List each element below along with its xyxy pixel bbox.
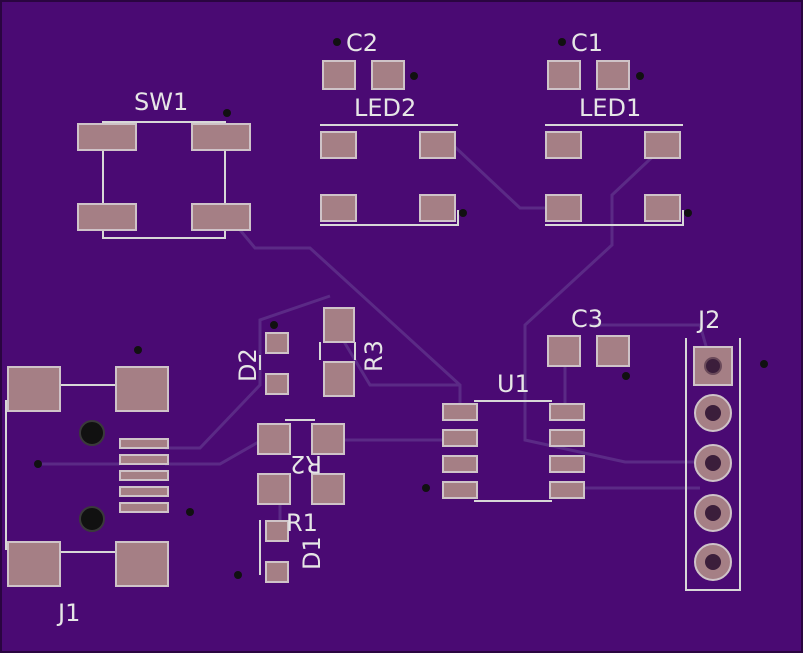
label-j1: J1 (56, 599, 80, 627)
sw1-pad-4 (191, 203, 251, 231)
u1-pin-7 (549, 429, 585, 447)
c3-pad-2 (596, 335, 630, 367)
via (636, 72, 644, 80)
sw1-pad-2 (191, 123, 251, 151)
via (622, 372, 630, 380)
label-r1: R1 (286, 509, 318, 537)
label-sw1: SW1 (134, 88, 188, 116)
sw1-pad-3 (77, 203, 137, 231)
via (410, 72, 418, 80)
via (558, 38, 566, 46)
led1-pad-2 (644, 131, 681, 159)
u1-pin-3 (442, 455, 478, 473)
via (186, 508, 194, 516)
led1-pad-4 (644, 194, 681, 222)
u1-pin-2 (442, 429, 478, 447)
j1-pin-5 (119, 502, 169, 513)
via (34, 460, 42, 468)
j1-shield-pad-4 (115, 541, 169, 587)
label-led2: LED2 (354, 94, 416, 122)
via (223, 109, 231, 117)
d2-pad-1 (265, 332, 289, 354)
led2-pad-2 (419, 131, 456, 159)
led2-pad-1 (320, 131, 357, 159)
label-c3: C3 (571, 305, 603, 333)
led1-pad-1 (545, 131, 582, 159)
led2-pad-4 (419, 194, 456, 222)
c2-pad-2 (371, 60, 405, 90)
r3-pad-1 (323, 307, 355, 343)
led1-pad-3 (545, 194, 582, 222)
u1-pin-4 (442, 481, 478, 499)
via (459, 209, 467, 217)
r2-pad-1 (257, 423, 291, 455)
j1-mount-hole-2 (79, 506, 105, 532)
u1-pin-6 (549, 455, 585, 473)
d1-pad-1 (265, 520, 289, 542)
u1-pin-5 (549, 481, 585, 499)
r1-pad-2 (311, 473, 345, 505)
c1-pad-1 (547, 60, 581, 90)
d1-pad-2 (265, 561, 289, 583)
d2-pad-2 (265, 373, 289, 395)
r1-pad-1 (257, 473, 291, 505)
j2-header (694, 357, 732, 581)
sw1-pad-1 (77, 123, 137, 151)
j1-shield-pad-2 (115, 366, 169, 412)
sw1-outline (102, 121, 226, 239)
label-c2: C2 (346, 29, 378, 57)
label-r3: R3 (360, 340, 388, 372)
vias (34, 38, 768, 579)
label-c1: C1 (571, 29, 603, 57)
via (134, 346, 142, 354)
j1-shield-pad-3 (7, 541, 61, 587)
c2-pad-1 (322, 60, 356, 90)
r2-pad-2 (311, 423, 345, 455)
j1-shield-pad-1 (7, 366, 61, 412)
u1-pin-8 (549, 403, 585, 421)
label-r2: R2 (290, 450, 322, 478)
j1-pin-2 (119, 454, 169, 465)
u1-pin-1 (442, 403, 478, 421)
via (684, 209, 692, 217)
j1-pin-1 (119, 438, 169, 449)
j1-mount-hole-1 (79, 420, 105, 446)
label-u1: U1 (497, 370, 530, 398)
via (270, 321, 278, 329)
designators: C2 C1 LED2 LED1 SW1 C3 J2 U1 D2 R3 R2 R1… (56, 29, 720, 627)
c1-pad-2 (596, 60, 630, 90)
r3-pad-2 (323, 361, 355, 397)
via (333, 38, 341, 46)
via (422, 484, 430, 492)
via (760, 360, 768, 368)
label-j2: J2 (696, 306, 720, 334)
pads (7, 60, 733, 587)
label-led1: LED1 (579, 94, 641, 122)
label-d2: D2 (234, 348, 262, 382)
via (234, 571, 242, 579)
label-d1: D1 (298, 536, 326, 570)
j1-pin-4 (119, 486, 169, 497)
silkscreen (5, 121, 741, 591)
j1-pin-3 (119, 470, 169, 481)
j2-pin-1-hole (704, 357, 722, 375)
c3-pad-1 (547, 335, 581, 367)
led2-pad-3 (320, 194, 357, 222)
